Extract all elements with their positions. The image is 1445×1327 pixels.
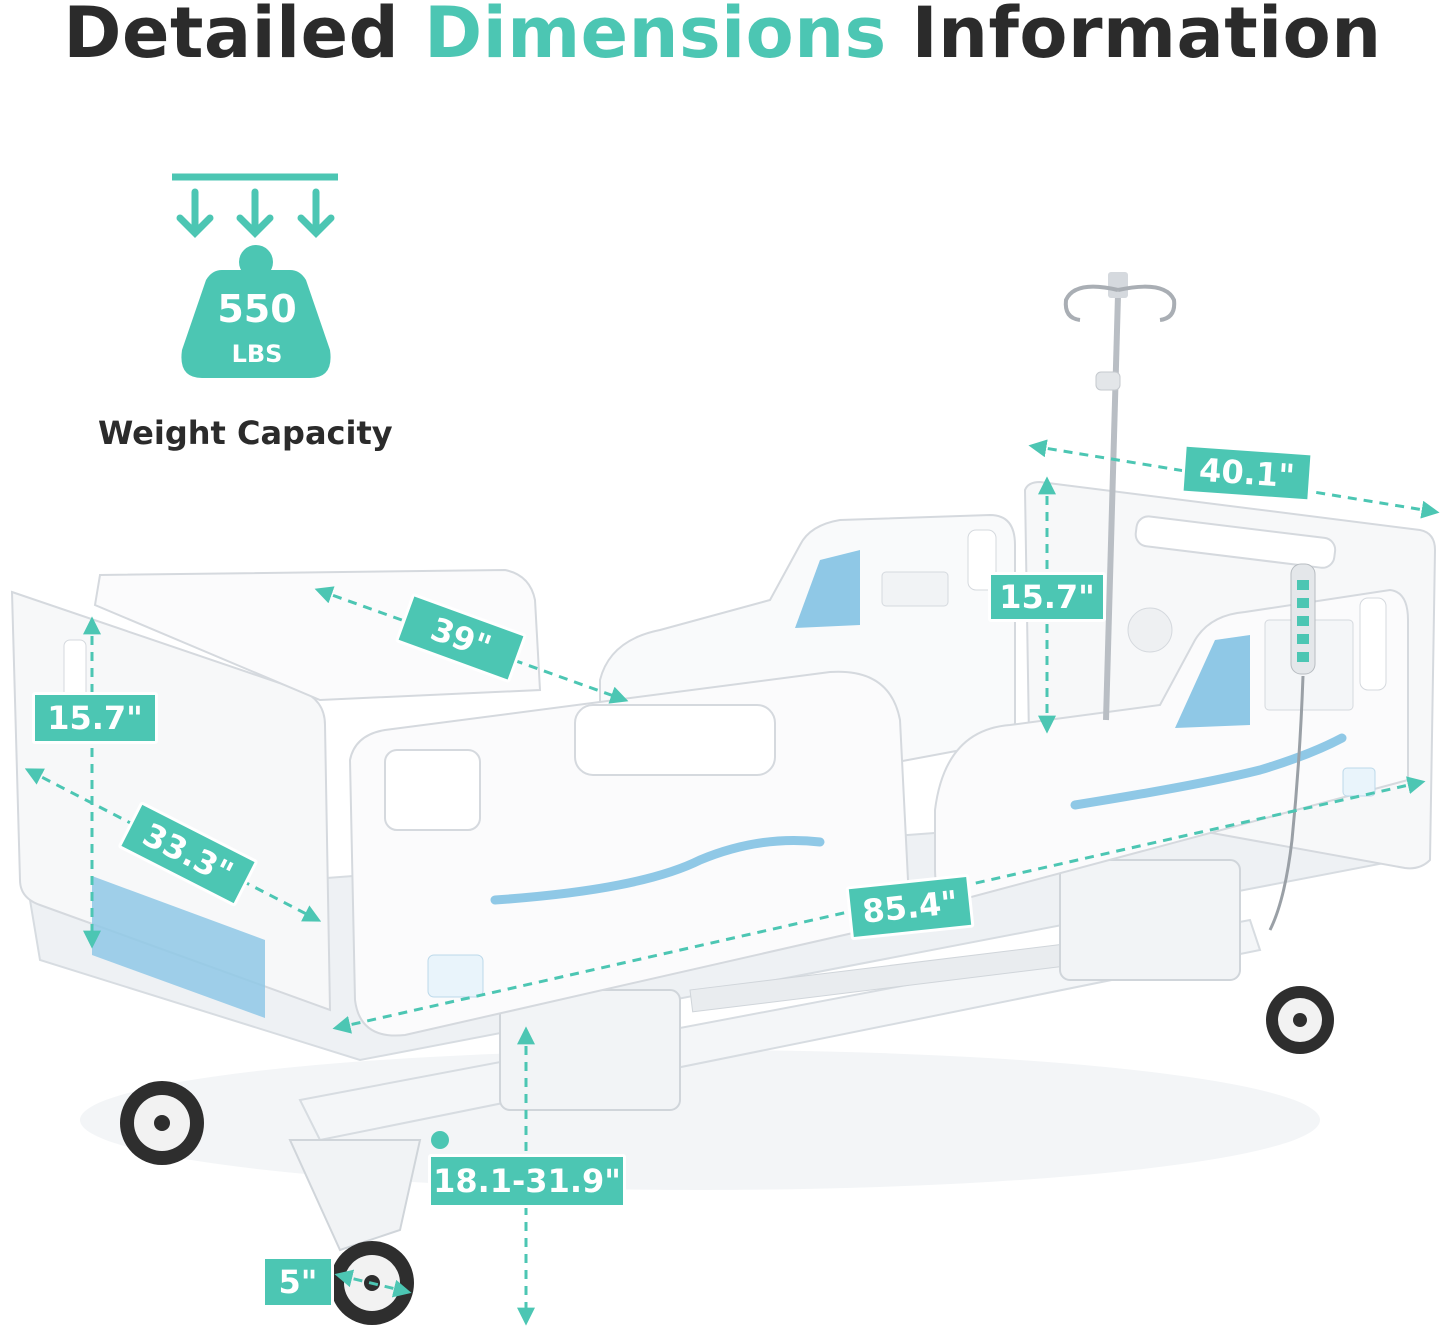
- title-part2: Information: [911, 0, 1382, 74]
- caster-size-label: 5": [262, 1256, 334, 1308]
- weight-value: 550: [217, 287, 297, 331]
- title-part1: Detailed: [63, 0, 400, 74]
- down-arrow-icon: [176, 188, 335, 238]
- weight-unit: LBS: [231, 340, 283, 368]
- weight-capacity-label: Weight Capacity: [98, 414, 393, 452]
- page-title: Detailed Dimensions Information: [0, 0, 1445, 74]
- height-range-label: 18.1-31.9": [428, 1154, 626, 1208]
- title-accent: Dimensions: [424, 0, 887, 74]
- weight-icon: [172, 173, 338, 378]
- headboard-height-label: 15.7": [988, 572, 1106, 622]
- headboard-width-label: 40.1": [1180, 443, 1314, 503]
- footboard-height-label: 15.7": [32, 692, 158, 744]
